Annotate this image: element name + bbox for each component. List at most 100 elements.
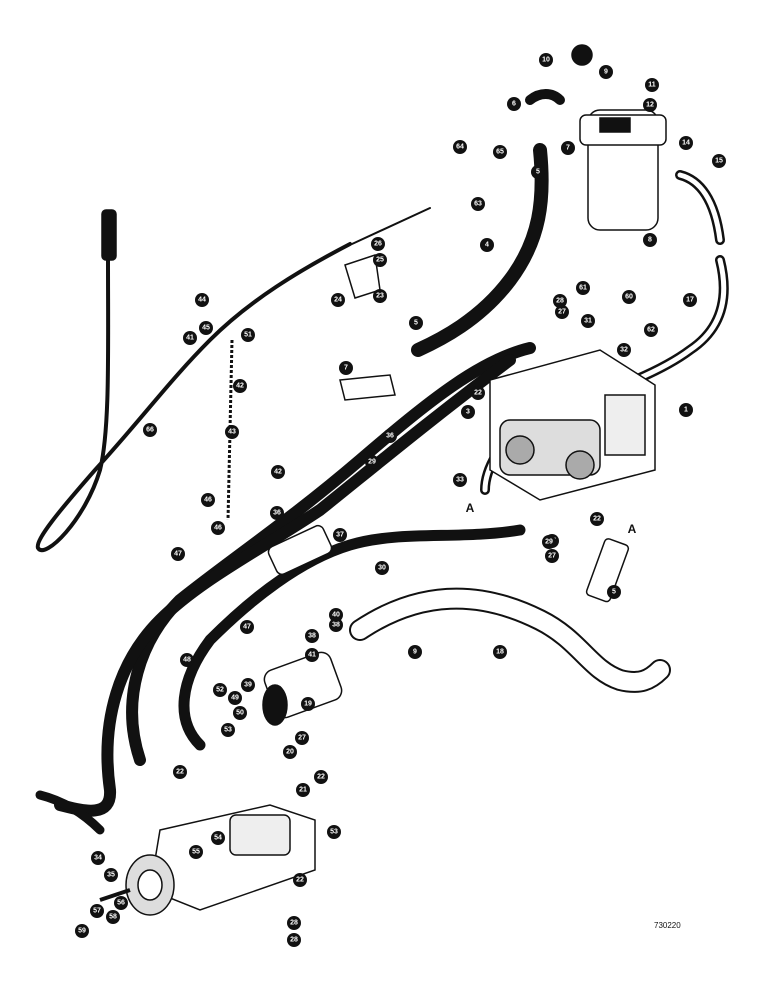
- part-callouts: 1345556778991011121415171819202122222222…: [75, 53, 726, 947]
- hose-13-inner: [677, 172, 723, 243]
- callout-53: 53: [327, 825, 341, 839]
- callout-label: 36: [273, 510, 281, 517]
- callout-label: 61: [579, 285, 587, 292]
- callout-label: 22: [296, 877, 304, 884]
- callout-28: 28: [287, 916, 301, 930]
- callout-51: 51: [241, 328, 255, 342]
- callout-label: 45: [202, 325, 210, 332]
- callout-label: 7: [566, 145, 570, 152]
- callout-label: 27: [558, 309, 566, 316]
- callout-label: 64: [456, 144, 464, 151]
- callout-32: 32: [617, 343, 631, 357]
- callout-label: 46: [204, 497, 212, 504]
- callout-label: 62: [647, 327, 655, 334]
- callout-42: 42: [271, 465, 285, 479]
- callout-12: 12: [643, 98, 657, 112]
- pump-suction-hose: [35, 790, 105, 835]
- callout-label: 38: [332, 622, 340, 629]
- callout-15: 15: [712, 154, 726, 168]
- callout-52: 52: [213, 683, 227, 697]
- callout-46: 46: [201, 493, 215, 507]
- hydraulic-pump: [99, 804, 316, 916]
- callout-label: 15: [715, 158, 723, 165]
- callout-46: 46: [211, 521, 225, 535]
- callout-9: 9: [408, 645, 422, 659]
- callout-22: 22: [314, 770, 328, 784]
- callout-label: 51: [244, 332, 252, 339]
- callout-5: 5: [607, 585, 621, 599]
- callout-label: 38: [308, 633, 316, 640]
- callout-53: 53: [221, 723, 235, 737]
- callout-7: 7: [561, 141, 575, 155]
- callout-4: 4: [480, 238, 494, 252]
- clamp-36: [267, 524, 333, 576]
- callout-label: 35: [107, 872, 115, 879]
- callout-18: 18: [493, 645, 507, 659]
- callout-3: 3: [461, 405, 475, 419]
- strainer-18: [262, 651, 343, 726]
- callout-label: 43: [228, 429, 236, 436]
- callout-44: 44: [195, 293, 209, 307]
- callout-5: 5: [531, 165, 545, 179]
- callout-5: 5: [409, 316, 423, 330]
- callout-label: 5: [612, 589, 616, 596]
- callout-31: 31: [581, 314, 595, 328]
- callout-22: 22: [293, 873, 307, 887]
- callout-label: 56: [117, 900, 125, 907]
- callout-56: 56: [114, 896, 128, 910]
- callout-10: 10: [539, 53, 553, 67]
- callout-label: 9: [413, 649, 417, 656]
- callout-8: 8: [643, 233, 657, 247]
- hydraulic-filter: [579, 109, 667, 231]
- callout-label: 44: [198, 297, 206, 304]
- section-marker-a-right: A: [628, 522, 637, 536]
- hose-29: [178, 524, 526, 751]
- callout-label: 53: [224, 727, 232, 734]
- callout-label: 27: [548, 553, 556, 560]
- callout-label: 30: [378, 565, 386, 572]
- callout-label: 54: [214, 835, 222, 842]
- callout-label: 3: [466, 409, 470, 416]
- callout-6: 6: [507, 97, 521, 111]
- callout-34: 34: [91, 851, 105, 865]
- callout-label: 1: [684, 407, 688, 414]
- callout-41: 41: [305, 648, 319, 662]
- cable-to-clevis: [351, 207, 431, 245]
- callout-label: 14: [682, 140, 690, 147]
- section-marker-a-left: A: [466, 501, 475, 515]
- callout-54: 54: [211, 831, 225, 845]
- callout-19: 19: [301, 697, 315, 711]
- callout-22: 22: [590, 512, 604, 526]
- callout-label: 49: [231, 695, 239, 702]
- callout-label: 39: [244, 682, 252, 689]
- filler-cap: [571, 44, 593, 66]
- callout-37: 37: [333, 528, 347, 542]
- components: [99, 44, 667, 916]
- callout-50: 50: [233, 706, 247, 720]
- callout-23: 23: [373, 289, 387, 303]
- callout-label: 24: [334, 297, 342, 304]
- callout-label: 7: [344, 365, 348, 372]
- callout-label: 66: [146, 427, 154, 434]
- callout-22: 22: [173, 765, 187, 779]
- drawing-number: 730220: [654, 921, 681, 930]
- callout-64: 64: [453, 140, 467, 154]
- callout-36: 36: [270, 506, 284, 520]
- callout-label: 42: [236, 383, 244, 390]
- callout-label: 48: [183, 657, 191, 664]
- hose-32: [126, 342, 536, 766]
- callout-label: 47: [174, 551, 182, 558]
- suction-tube-17-inner: [351, 589, 669, 691]
- callout-label: 40: [332, 612, 340, 619]
- callout-label: 5: [414, 320, 418, 327]
- callout-label: 63: [474, 201, 482, 208]
- callout-label: 4: [485, 242, 489, 249]
- elbow-6: [525, 89, 565, 105]
- callout-47: 47: [240, 620, 254, 634]
- callout-59: 59: [75, 924, 89, 938]
- callout-label: 41: [186, 335, 194, 342]
- callout-55: 55: [189, 845, 203, 859]
- callout-27: 27: [295, 731, 309, 745]
- callout-label: 11: [648, 82, 656, 89]
- callout-label: 29: [368, 459, 376, 466]
